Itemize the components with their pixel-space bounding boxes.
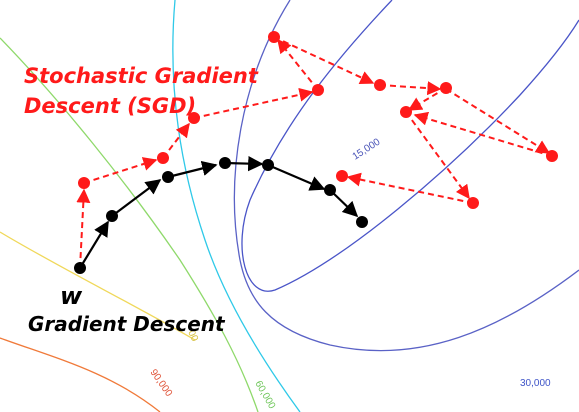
gd-point: [356, 216, 368, 228]
sgd-arrow: [76, 188, 91, 269]
gd-arrow: [167, 160, 218, 179]
gd-arrow: [329, 189, 359, 218]
gd-point: [219, 157, 231, 169]
sgd-title-line1: Stochastic Gradient: [24, 64, 259, 88]
sgd-point: [312, 84, 324, 96]
sgd-arrow: [405, 111, 470, 200]
sgd-point: [157, 152, 169, 164]
sgd-points: [78, 31, 558, 209]
gd-arrow: [224, 155, 264, 172]
gd-point: [324, 184, 336, 196]
sgd-arrow: [193, 87, 314, 119]
sgd-point: [188, 112, 200, 124]
sgd-arrow: [277, 38, 319, 91]
sgd-arrow: [445, 88, 551, 154]
contour-60000: [0, 37, 259, 412]
sgd-arrow: [407, 87, 447, 111]
gd-path: [79, 155, 359, 269]
contour-30000: [233, 0, 579, 352]
contour-yellow: [0, 231, 196, 341]
gd-start-point: [74, 262, 86, 274]
contour-label-partial: 00: [185, 329, 200, 344]
gd-point: [262, 159, 274, 171]
contour-90000: [0, 337, 161, 412]
gd-point: [162, 171, 174, 183]
sgd-point: [400, 106, 412, 118]
sgd-point: [374, 79, 386, 91]
contour-label-15000: 15,000: [351, 136, 383, 162]
sgd-arrow: [83, 157, 158, 184]
contour-label-30000: 30,000: [520, 378, 551, 389]
contour-label-90000: 90,000: [148, 367, 175, 399]
gd-arrow: [79, 220, 109, 269]
sgd-arrow: [379, 81, 442, 96]
sgd-point: [268, 31, 280, 43]
sgd-point: [467, 197, 479, 209]
gd-points: [74, 157, 368, 274]
gd-point: [106, 210, 118, 222]
gd-arrow: [267, 163, 326, 191]
sgd-arrow: [346, 172, 474, 204]
sgd-arrow: [273, 36, 375, 85]
sgd-point: [440, 82, 452, 94]
contour-cyan: [172, 0, 301, 412]
sgd-point: [546, 150, 558, 162]
contour-15000: [241, 0, 579, 292]
sgd-title-line2: Descent (SGD): [24, 94, 196, 118]
sgd-arrow: [413, 111, 553, 157]
w-label: w: [60, 282, 83, 310]
sgd-arrow: [162, 122, 190, 159]
gd-arrow: [111, 179, 162, 217]
sgd-path: [76, 36, 553, 269]
sgd-point: [336, 170, 348, 182]
gd-title: Gradient Descent: [28, 312, 226, 336]
sgd-point: [78, 177, 90, 189]
